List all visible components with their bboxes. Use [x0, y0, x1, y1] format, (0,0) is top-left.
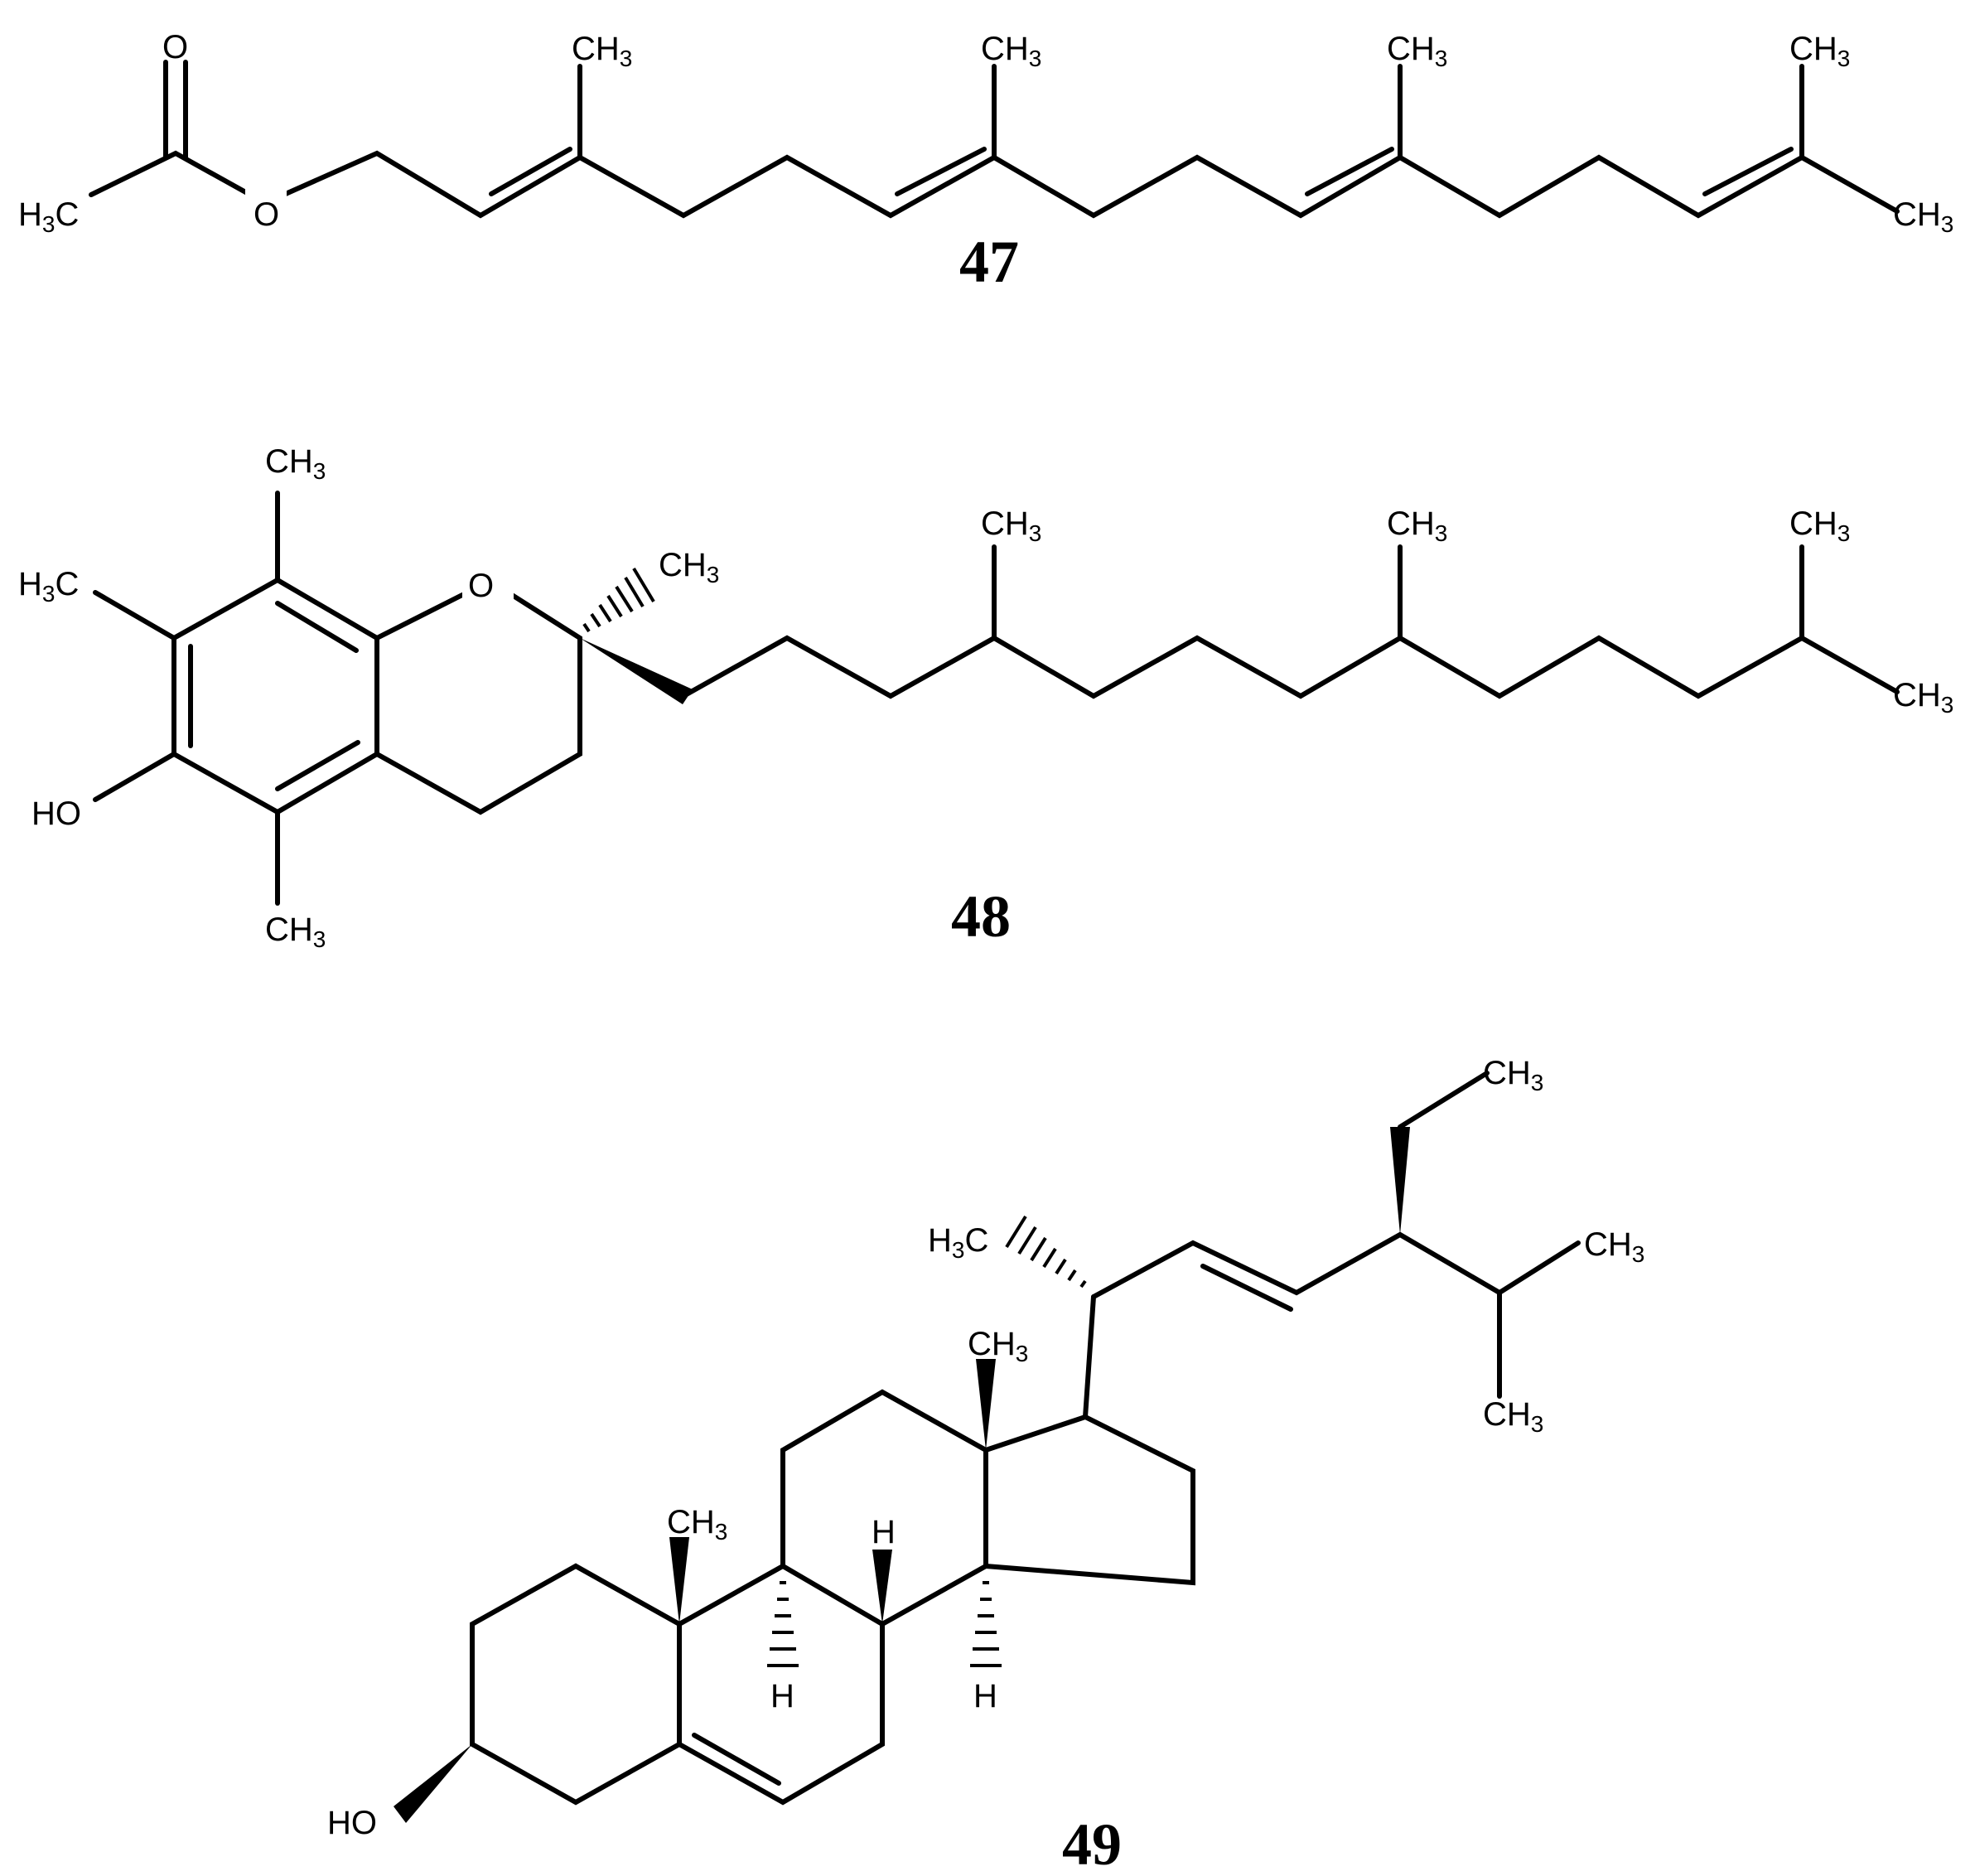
- hydrogen-label: H: [872, 1514, 896, 1550]
- wedge-bond: [1390, 1127, 1410, 1235]
- compound-48-atoms: O CH3 CH3 H3C HO CH3 CH3 CH3 CH3 CH3: [18, 443, 1953, 952]
- methyl-label: CH3: [1483, 1396, 1543, 1437]
- ring-oxygen-label: O: [468, 568, 494, 604]
- compound-47: O O H3C CH3 CH3 CH3 CH3 CH3 47: [18, 29, 1953, 295]
- wedge-bond: [872, 1550, 892, 1624]
- methyl-label: CH3: [1387, 31, 1447, 71]
- hydroxyl-label: HO: [327, 1805, 377, 1841]
- methyl-label: CH3: [981, 31, 1041, 71]
- methyl-label: CH3: [1893, 196, 1953, 237]
- compound-49-label: 49: [1062, 1811, 1122, 1876]
- acetyl-methyl-label: H3C: [18, 196, 79, 237]
- hydrogen-label: H: [770, 1678, 794, 1714]
- hashed-wedge: [582, 567, 655, 633]
- compound-47-label: 47: [959, 229, 1019, 295]
- wedge-bond: [394, 1744, 472, 1823]
- compound-48-label: 48: [951, 883, 1011, 950]
- methyl-label: H3C: [18, 566, 79, 607]
- methyl-label: CH3: [1387, 505, 1447, 546]
- compound-49-atoms: HO CH3 H H H CH3 H3C CH3 CH3 CH3: [327, 1055, 1644, 1841]
- wedge-bond: [669, 1537, 689, 1624]
- methyl-label: CH3: [968, 1326, 1028, 1366]
- methyl-label: CH3: [1789, 31, 1850, 71]
- methyl-label: CH3: [265, 911, 326, 952]
- methyl-label: CH3: [1789, 505, 1850, 546]
- methyl-label: CH3: [1584, 1226, 1644, 1267]
- hydroxyl-label: HO: [31, 795, 81, 832]
- compound-48: O CH3 CH3 H3C HO CH3 CH3 CH3 CH3 CH3 48: [18, 443, 1953, 952]
- hashed-wedge: [767, 1215, 1087, 1667]
- methyl-label: CH3: [659, 547, 719, 587]
- methyl-label: CH3: [572, 31, 632, 71]
- compound-48-bonds: [93, 491, 1900, 906]
- compound-47-bonds: [89, 60, 1900, 219]
- methyl-label: H3C: [928, 1222, 988, 1263]
- ester-oxygen-label: O: [254, 196, 279, 233]
- methyl-label: CH3: [667, 1504, 727, 1545]
- wedge-bond: [976, 1359, 996, 1450]
- methyl-label: CH3: [1483, 1055, 1543, 1095]
- compound-47-atoms: O O H3C CH3 CH3 CH3 CH3 CH3: [18, 29, 1953, 237]
- compound-49: HO CH3 H H H CH3 H3C CH3 CH3 CH3 49: [327, 1055, 1644, 1876]
- carbonyl-oxygen-label: O: [162, 29, 188, 65]
- methyl-label: CH3: [981, 505, 1041, 546]
- hydrogen-label: H: [973, 1678, 997, 1714]
- methyl-label: CH3: [1893, 677, 1953, 718]
- methyl-label: CH3: [265, 443, 326, 484]
- compound-49-bonds: [470, 1071, 1581, 1806]
